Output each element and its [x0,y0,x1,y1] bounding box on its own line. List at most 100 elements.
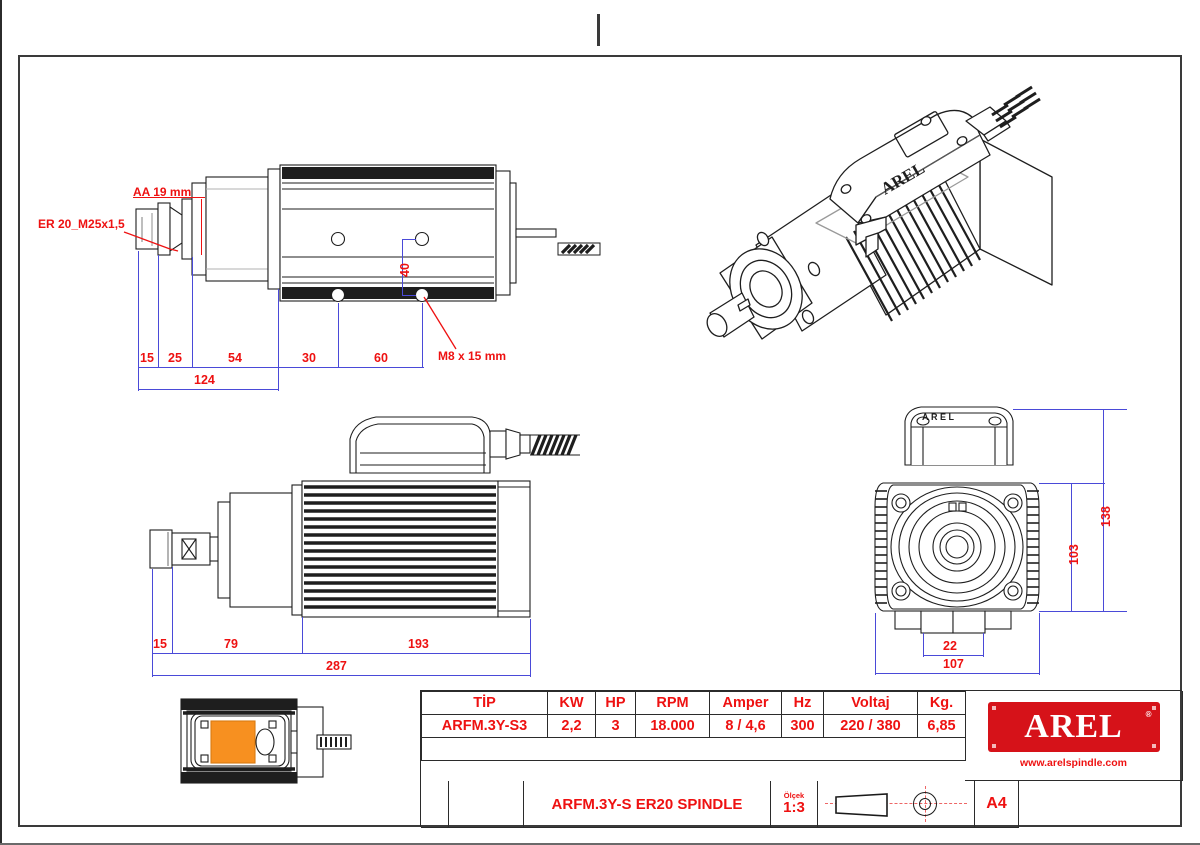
sheet-edge-left [0,0,2,845]
drawing-frame: AA 19 mm ER 20_M25x1,5 M8 x 15 mm 40 [18,55,1183,828]
annotation-collet-nut-across-flats: AA 19 mm [133,185,192,199]
spec-header-rpm: RPM [635,691,710,715]
paper-size: A4 [975,781,1019,828]
dimline-138 [1103,409,1104,611]
arel-logo: AREL ® [987,702,1160,752]
dim-54: 54 [228,351,242,365]
dim-124-overall: 124 [194,373,215,387]
ext-25 [192,257,193,367]
ext-22a [923,633,924,657]
projection-axis-line [825,803,967,804]
dimline-40-tick-bot [402,295,416,296]
ext-s287b [530,653,531,677]
ext-s287a [152,653,153,677]
leader-aa19 [201,199,203,255]
spec-header-kw: KW [547,691,596,715]
dim-30: 30 [302,351,316,365]
spec-header-amper: Amper [709,691,782,715]
spec-value-tip: ARFM.3Y-S3 [421,714,548,738]
dimline-124 [138,389,278,390]
spec-value-kw: 2,2 [547,714,596,738]
ext-124b [278,367,279,391]
ext-124a [138,367,139,391]
dimline-107 [875,673,1039,674]
ext-107b [1039,613,1040,675]
logo-nub-br [1151,744,1156,748]
sheet-edge-bottom [0,843,1200,845]
ext-s193 [530,619,531,653]
top-plan-view: AA 19 mm ER 20_M25x1,5 M8 x 15 mm 40 [20,57,601,391]
scale-cell: Ölçek 1:3 [771,781,818,828]
projection-symbol-cell [818,781,975,828]
spec-value-kg: 6,85 [917,714,966,738]
front-view-brand-badge: AREL [922,412,957,422]
scale-value: 1:3 [783,799,805,817]
dim-193: 193 [408,637,429,651]
dimline-287 [152,675,530,676]
ext-15b [158,255,159,367]
ext-107a [875,613,876,675]
logo-nub-tr [1151,706,1156,710]
table-row: ARFM.3Y-S3 2,2 3 18.000 8 / 4,6 300 220 … [421,714,966,738]
dim-15: 15 [140,351,154,365]
spec-header-voltaj: Voltaj [823,691,918,715]
dim-25: 25 [168,351,182,365]
ext-103-top [1039,483,1105,484]
title-block-bottom-row: ARFM.3Y-S ER20 SPINDLE Ölçek 1:3 [421,781,1183,828]
first-angle-projection-icon [821,786,971,822]
dim-60: 60 [374,351,388,365]
ext-138-bot [1039,611,1127,612]
annotation-mounting-thread: M8 x 15 mm [438,349,507,363]
dimline-40-tick-top [402,239,416,240]
leader-aa19-h [133,197,205,199]
spec-value-rpm: 18.000 [635,714,710,738]
front-end-view: AREL 103 138 22 107 [865,387,1165,687]
spec-table: TİP KW HP RPM Amper Hz Voltaj Kg. ARFM.3… [421,691,966,761]
spec-blank-cell [421,737,966,761]
spec-header-tip: TİP [421,691,548,715]
ext-s79 [302,617,303,653]
logo-registered-mark: ® [1145,710,1152,719]
projection-cone-icon [835,793,888,817]
bottom-cell-2 [449,781,524,828]
ext-15a [138,251,139,367]
dimline-chain [138,367,424,368]
annotation-collet-thread: ER 20_M25x1,5 [38,217,125,231]
ext-s15b [172,567,173,653]
dimline-side-chain [152,653,530,654]
ext-s15a [152,569,153,653]
dim-79: 79 [224,637,238,651]
dim-103-body-height: 103 [1067,544,1081,565]
scale-label: Ölçek [783,791,805,801]
brand-website: www.arelspindle.com [1020,757,1127,769]
ext-22b [983,633,984,657]
dimline-22 [923,655,983,656]
dimline-103 [1071,483,1072,611]
dim-22-foot-width: 22 [943,639,957,653]
drawing-title: ARFM.3Y-S ER20 SPINDLE [524,781,771,828]
spec-header-hz: Hz [781,691,824,715]
projection-outer-circle [913,792,937,816]
dim-15: 15 [153,637,167,651]
logo-wordmark: AREL [1024,708,1123,745]
sheet-center-tick [597,14,600,46]
isometric-3d-view: AREL [680,77,1120,387]
ext-30 [338,303,339,367]
spec-value-hp: 3 [595,714,636,738]
dim-107-overall-width: 107 [943,657,964,671]
logo-nub-tl [991,706,996,710]
dimline-40 [402,239,403,295]
spec-value-hz: 300 [781,714,824,738]
projection-inner-circle [919,798,931,810]
terminal-box-detail-view [165,685,355,800]
spec-header-hp: HP [595,691,636,715]
title-block: TİP KW HP RPM Amper Hz Voltaj Kg. ARFM.3… [420,690,1183,828]
brand-logo-panel: AREL ® www.arelspindle.com [965,691,1183,781]
spec-value-amper: 8 / 4,6 [709,714,782,738]
side-elevation-view: 15 79 193 287 [20,387,580,677]
logo-nub-bl [991,744,996,748]
ext-60 [422,303,423,367]
spec-table-header-row: TİP KW HP RPM Amper Hz Voltaj Kg. [421,691,966,715]
ext-138-top [1013,409,1127,410]
